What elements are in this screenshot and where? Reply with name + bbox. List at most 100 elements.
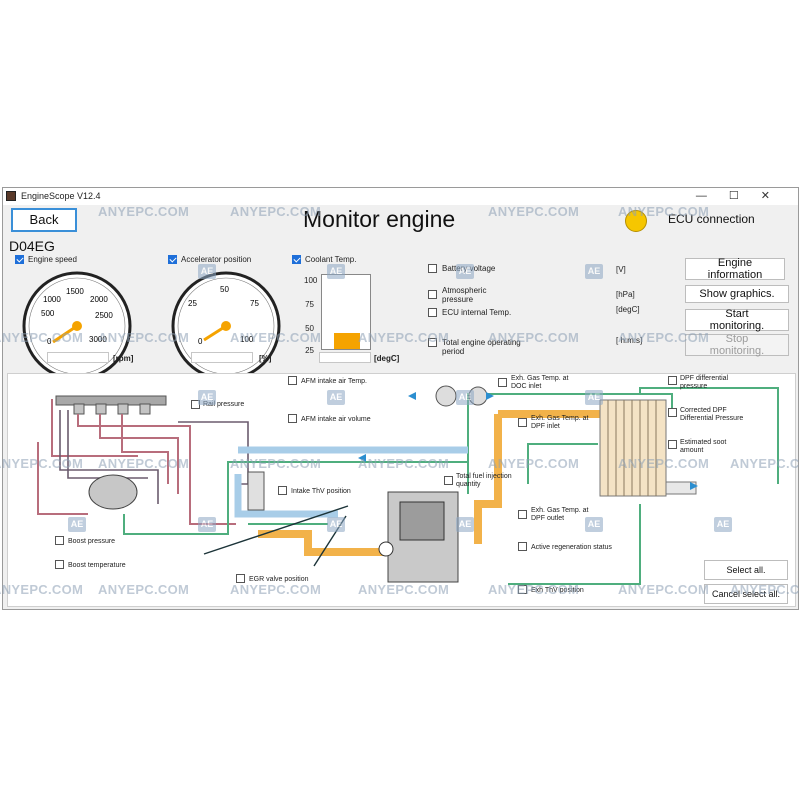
coolant-tick-50: 50 [305,324,314,333]
rpm-readout [47,352,109,363]
exh-dpf-outlet-checkbox[interactable] [518,510,527,519]
exh-thv-checkbox[interactable] [518,585,527,594]
show-graphics-button[interactable]: Show graphics. [685,285,789,303]
engine-information-label: Engine information [707,257,763,281]
rpm-needle-hub [72,321,82,331]
engine-speed-checkbox[interactable] [15,255,24,264]
accel-tick-75: 75 [250,299,259,308]
egr-sensor [378,541,394,557]
window-controls[interactable]: —☐✕ [695,190,792,202]
ecu-internal-temp-checkbox[interactable] [428,308,437,317]
ecu-internal-temp-label: ECU internal Temp. [442,308,512,317]
air-lines [123,387,779,585]
exh-dpf-inlet-checkbox[interactable] [518,418,527,427]
atmospheric-pressure-unit: [hPa] [616,290,635,299]
total-operating-period-checkbox[interactable] [428,338,437,347]
boost-temp-label: Boost temperature [68,562,126,569]
boost-pressure-checkbox[interactable] [55,536,64,545]
back-button[interactable]: Back [11,208,77,232]
afm-intake-temp-checkbox[interactable] [288,376,297,385]
tailpipe [665,481,697,495]
coolant-tick-100: 100 [304,276,318,285]
egr-valve-label: EGR valve position [249,576,309,583]
cylinder-head [399,501,445,541]
start-monitoring-button[interactable]: Start monitoring. [685,308,789,332]
exh-doc-inlet-checkbox[interactable] [498,378,507,387]
rail-pressure-checkbox[interactable] [191,400,200,409]
stop-monitoring-button[interactable]: Stop monitoring. [685,333,789,357]
engine-schematic [37,385,779,585]
accel-needle-hub [221,321,231,331]
engine-information-button[interactable]: Engine information [685,257,785,281]
ecu-connection-label: ECU connection [668,212,755,226]
coolant-unit: [degC] [374,354,400,363]
accel-tick-50: 50 [220,285,229,294]
stop-monitoring-label: Stop monitoring. [709,333,765,357]
afm-intake-temp-label: AFM intake air Temp. [301,378,368,385]
cancel-select-all-button[interactable]: Cancel select all. [704,584,788,604]
afm-intake-volume-label: AFM intake air volume [301,416,371,423]
page-title: Monitor engine [303,206,456,232]
coolant-readout [319,352,371,363]
exh-dpf-outlet-label: Exh. Gas Temp. at DPF outlet [531,507,589,522]
turbocharger [435,385,457,407]
afm-intake-volume-checkbox[interactable] [288,414,297,423]
coolant-checkbox[interactable] [292,255,301,264]
coolant-tick-75: 75 [305,300,314,309]
flow-arrows [358,392,698,490]
accelerator-checkbox[interactable] [168,255,177,264]
total-operating-period-label: Total engine operating period [442,338,521,356]
atmospheric-pressure-checkbox[interactable] [428,290,437,299]
rpm-tick-500: 500 [41,309,55,318]
intake-thv-label: Intake ThV position [291,488,351,495]
exhaust-pipes [258,410,608,556]
back-button-label: Back [29,212,59,227]
start-monitoring-label: Start monitoring. [709,308,765,332]
app-icon [6,191,16,201]
ecu-internal-temp-unit: [degC] [616,305,640,314]
boost-pressure-label: Boost pressure [68,538,116,545]
soot-checkbox[interactable] [668,440,677,449]
common-rail [55,395,167,406]
intake-thv-checkbox[interactable] [278,486,287,495]
accel-tick-100: 100 [240,335,254,344]
boost-temp-checkbox[interactable] [55,560,64,569]
egr-valve-checkbox[interactable] [236,574,245,583]
rpm-tick-0: 0 [47,337,52,346]
rpm-tick-1000: 1000 [43,295,61,304]
corrected-dpf-checkbox[interactable] [668,408,677,417]
engine-speed-label: Engine speed [28,255,77,264]
accelerator-label: Accelerator position [181,255,252,264]
dpf-unit [599,399,667,497]
total-fuel-checkbox[interactable] [444,476,453,485]
active-regen-checkbox[interactable] [518,542,527,551]
battery-voltage-label: Battery voltage [442,264,496,273]
fuel-lines [37,399,236,525]
engine-diagram-panel: Rail pressure AFM intake air Temp. AFM i… [7,373,796,607]
select-all-button[interactable]: Select all. [704,560,788,580]
intake-pipes [234,446,468,518]
coolant-bar [321,274,371,350]
corrected-dpf-label: Corrected DPF Differential Pressure [680,407,744,422]
exh-thv-label: Exh ThV position [531,587,584,594]
rpm-tick-3000: 3000 [89,335,107,344]
atmospheric-pressure-label: Atmospheric pressure [442,286,487,304]
cancel-select-all-label: Cancel select all. [711,589,781,599]
dpf-diff-checkbox[interactable] [668,376,677,385]
accel-tick-0: 0 [198,337,203,346]
active-regen-label: Active regeneration status [531,544,612,551]
battery-voltage-checkbox[interactable] [428,264,437,273]
accel-tick-25: 25 [188,299,197,308]
coolant-label: Coolant Temp. [305,255,357,264]
accel-readout [191,352,253,363]
accel-unit: [%] [259,354,272,363]
title-bar: EngineScope V12.4 —☐✕ [3,188,798,205]
coolant-bar-fill [334,332,360,349]
rpm-unit: [rpm] [113,354,134,363]
select-all-label: Select all. [726,565,766,575]
rpm-tick-2000: 2000 [90,295,108,304]
total-fuel-label: Total fuel injection quantity [456,473,512,488]
accelerator-gauge: 25 50 75 100 0 [171,271,281,381]
engine-speed-gauge: 500 1000 1500 2000 2500 3000 0 [22,271,132,381]
ecu-status-lamp [625,210,647,232]
